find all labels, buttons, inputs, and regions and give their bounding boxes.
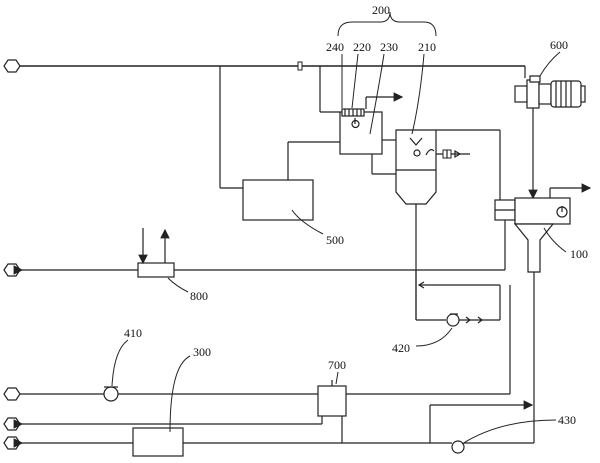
label-240: 240 xyxy=(326,40,344,54)
terminal-top-icon xyxy=(3,59,21,73)
label-230: 230 xyxy=(380,40,398,54)
label-200: 200 xyxy=(372,3,390,17)
label-210: 210 xyxy=(418,40,436,54)
label-300: 300 xyxy=(193,345,211,359)
label-410: 410 xyxy=(124,326,142,340)
unit-500-box xyxy=(242,141,340,221)
terminal-low3-icon xyxy=(3,436,21,450)
leader-lines xyxy=(111,51,567,445)
unit-700-box xyxy=(13,380,347,443)
label-500: 500 xyxy=(326,233,344,247)
column-to-tank-line xyxy=(371,139,396,175)
label-800: 800 xyxy=(190,289,208,303)
top-main-line xyxy=(20,61,526,78)
label-220: 220 xyxy=(353,40,371,54)
unit-200-tank xyxy=(395,129,501,320)
brace-200 xyxy=(337,11,437,37)
unit-200-column xyxy=(339,92,404,155)
branch-to-column xyxy=(319,66,340,113)
label-600: 600 xyxy=(550,38,568,52)
pump-430-icon xyxy=(342,400,535,454)
pump-motor-600-icon xyxy=(514,75,586,200)
mid-line-800 xyxy=(13,220,506,278)
unit-100 xyxy=(494,183,592,435)
lower-line-410 xyxy=(20,285,511,402)
terminal-low2-icon xyxy=(3,417,21,431)
label-700: 700 xyxy=(328,358,346,372)
terminal-mid-icon xyxy=(3,263,21,277)
label-420: 420 xyxy=(392,341,410,355)
unit-300-box xyxy=(13,427,342,457)
label-100: 100 xyxy=(570,247,588,261)
terminal-low1-icon xyxy=(3,387,21,401)
label-430: 430 xyxy=(558,413,576,427)
pump-420-loop xyxy=(415,270,501,327)
branch-to-500 xyxy=(219,66,243,189)
